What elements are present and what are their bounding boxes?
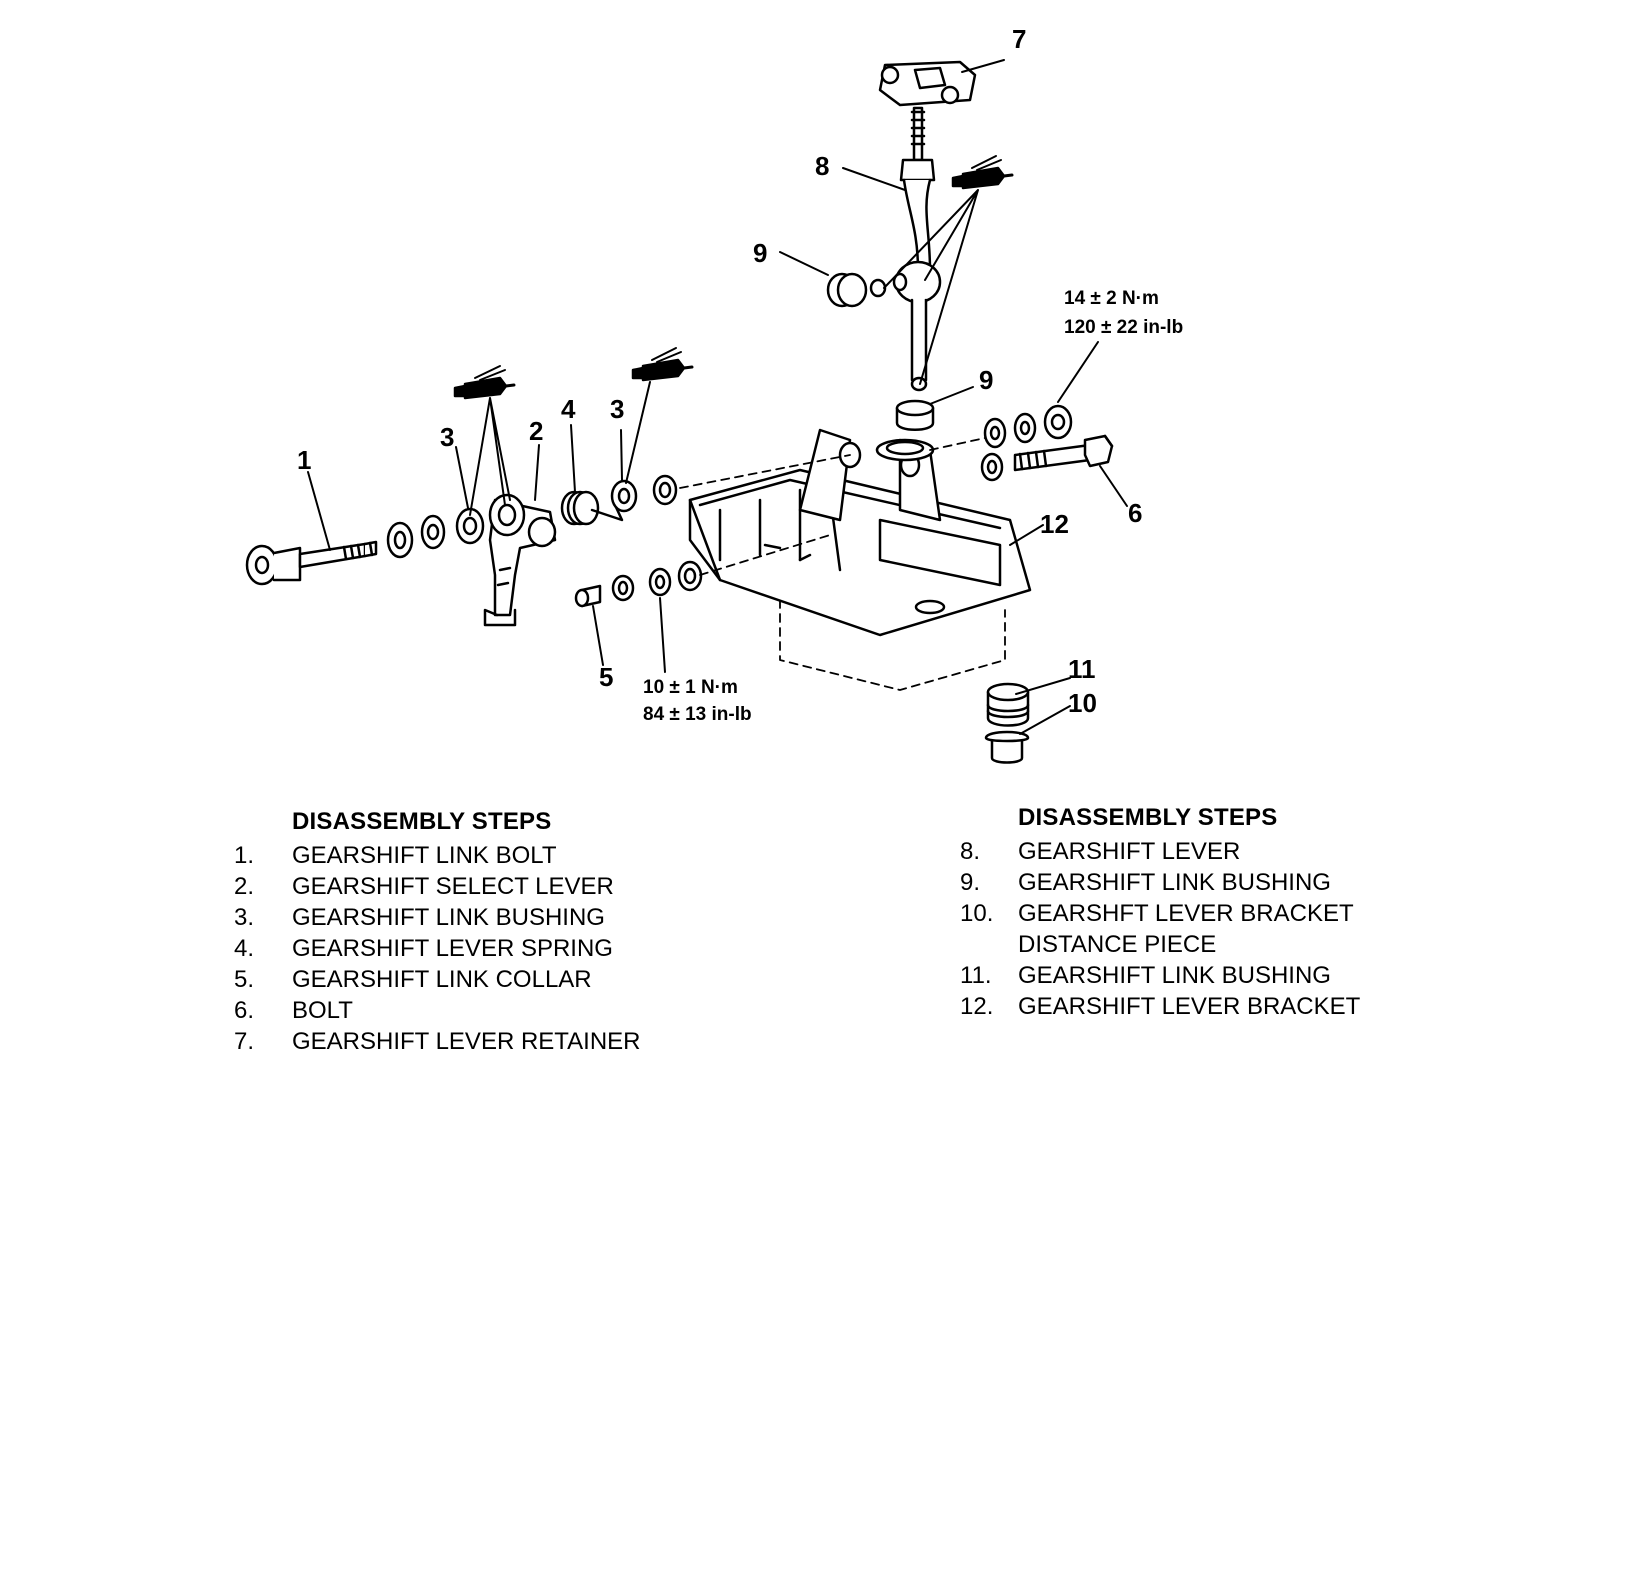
step-number: 1. bbox=[234, 842, 255, 869]
gearshift-link-bushing-right bbox=[610, 479, 638, 513]
exploded-parts-diagram: 1 3 2 4 3 5 6 7 8 9 9 10 11 12 14 ± 2 N·… bbox=[245, 24, 1375, 780]
washer-lower-2 bbox=[677, 560, 703, 592]
bolt-right bbox=[1013, 434, 1114, 472]
step-number: 12. bbox=[960, 993, 994, 1020]
list-item: 1. GEARSHIFT LINK BOLT bbox=[234, 840, 641, 871]
callout-6: 6 bbox=[1128, 498, 1142, 528]
list-item: 6. BOLT bbox=[234, 995, 641, 1026]
gearshift-link-bolt bbox=[245, 540, 378, 586]
step-text: GEARSHIFT SELECT LEVER bbox=[292, 873, 614, 900]
list-item: 12. GEARSHIFT LEVER BRACKET bbox=[960, 991, 1360, 1022]
washer-right-1 bbox=[983, 417, 1007, 449]
torque-lower-inlb: 84 ± 13 in-lb bbox=[643, 704, 752, 725]
gearshift-select-lever bbox=[483, 493, 557, 627]
gearshift-link-bushing-left bbox=[455, 507, 485, 545]
leader-lines bbox=[307, 59, 1128, 735]
step-text: GEARSHIFT LEVER SPRING bbox=[292, 935, 613, 962]
callout-3-right: 3 bbox=[610, 394, 624, 424]
washer-right-2 bbox=[1013, 412, 1037, 444]
callout-9-lower: 9 bbox=[979, 365, 993, 395]
callout-3-left: 3 bbox=[440, 422, 454, 452]
gearshift-lever-spring bbox=[560, 490, 624, 526]
list-item: 2. GEARSHIFT SELECT LEVER bbox=[234, 871, 641, 902]
washer-1 bbox=[386, 521, 414, 559]
gearshift-lever-retainer bbox=[878, 60, 977, 107]
step-text: GEARSHIFT LEVER BRACKET bbox=[1018, 993, 1361, 1020]
callout-5: 5 bbox=[599, 662, 613, 692]
gearshift-link-bushing-upper bbox=[826, 272, 887, 308]
callout-4: 4 bbox=[561, 394, 576, 424]
figure-id: AC208687AB bbox=[1288, 779, 1375, 780]
torque-upper-inlb: 120 ± 22 in-lb bbox=[1064, 317, 1183, 338]
steps-list-left: 1. GEARSHIFT LINK BOLT 2. GEARSHIFT SELECT… bbox=[234, 840, 641, 1057]
step-number: 7. bbox=[234, 1028, 255, 1055]
callout-1: 1 bbox=[297, 445, 311, 475]
step-number: 10. bbox=[960, 900, 994, 927]
steps-list-right: 8. GEARSHIFT LEVER 9. GEARSHIFT LINK BUSHI… bbox=[960, 836, 1360, 1022]
step-text: GEARSHIFT LINK BOLT bbox=[292, 842, 557, 869]
step-text: GEARSHIFT LINK BUSHING bbox=[1018, 869, 1331, 896]
step-text: GEARSHIFT LEVER bbox=[1018, 838, 1241, 865]
step-number: 3. bbox=[234, 904, 255, 931]
torque-upper-nm: 14 ± 2 N·m bbox=[1064, 288, 1159, 309]
grease-icon-mid bbox=[631, 347, 694, 382]
step-text: GEARSHIFT LINK BUSHING bbox=[292, 904, 605, 931]
list-item: 5. GEARSHIFT LINK COLLAR bbox=[234, 964, 641, 995]
nut-right bbox=[1043, 404, 1073, 440]
step-number: 11. bbox=[960, 962, 992, 989]
step-number: 6. bbox=[234, 997, 255, 1024]
list-item: 9. GEARSHIFT LINK BUSHING bbox=[960, 867, 1360, 898]
steps-heading-left: DISASSEMBLY STEPS bbox=[292, 808, 552, 835]
grease-icon-left bbox=[453, 365, 516, 400]
step-number: 8. bbox=[960, 838, 981, 865]
washer-3 bbox=[652, 474, 678, 506]
step-text: GEARSHIFT LEVER RETAINER bbox=[292, 1028, 641, 1055]
step-number: 9. bbox=[960, 869, 981, 896]
list-item: 11. GEARSHIFT LINK BUSHING bbox=[960, 960, 1360, 991]
bracket-distance-piece bbox=[984, 730, 1030, 764]
callout-2: 2 bbox=[529, 416, 543, 446]
steps-heading-right: DISASSEMBLY STEPS bbox=[1018, 804, 1278, 831]
list-item: 10. GEARSHFT LEVER BRACKET DISTANCE PIECE bbox=[960, 898, 1360, 960]
callout-12: 12 bbox=[1040, 509, 1069, 539]
nut-lower bbox=[611, 574, 635, 602]
callout-9-upper: 9 bbox=[753, 238, 767, 268]
disassembly-steps-right: DISASSEMBLY STEPS 8. GEARSHIFT LEVER 9. GE… bbox=[960, 804, 1360, 1022]
callout-10: 10 bbox=[1068, 688, 1097, 718]
grease-icon-upper bbox=[951, 155, 1014, 190]
step-number: 5. bbox=[234, 966, 255, 993]
step-text: GEARSHFT LEVER BRACKET DISTANCE PIECE bbox=[1018, 900, 1354, 958]
callout-8: 8 bbox=[815, 151, 829, 181]
gearshift-lever-bracket bbox=[679, 428, 1032, 691]
step-text: BOLT bbox=[292, 997, 353, 1024]
callout-11: 11 bbox=[1068, 654, 1096, 684]
torque-lower-nm: 10 ± 1 N·m bbox=[643, 677, 738, 698]
step-number: 4. bbox=[234, 935, 255, 962]
gearshift-link-bushing-11 bbox=[986, 682, 1030, 727]
disassembly-steps-left: DISASSEMBLY STEPS 1. GEARSHIFT LINK BOLT … bbox=[234, 808, 641, 1057]
washer-right-3 bbox=[980, 452, 1004, 482]
step-text: GEARSHIFT LINK COLLAR bbox=[292, 966, 592, 993]
washer-2 bbox=[420, 514, 446, 550]
list-item: 7. GEARSHIFT LEVER RETAINER bbox=[234, 1026, 641, 1057]
list-item: 4. GEARSHIFT LEVER SPRING bbox=[234, 933, 641, 964]
washer-lower-1 bbox=[648, 567, 672, 597]
grease-pointers bbox=[469, 189, 979, 516]
gearshift-link-bushing-lower bbox=[895, 399, 935, 431]
step-text: GEARSHIFT LINK BUSHING bbox=[1018, 962, 1331, 989]
list-item: 8. GEARSHIFT LEVER bbox=[960, 836, 1360, 867]
gearshift-lever bbox=[892, 106, 942, 392]
gearshift-link-collar bbox=[574, 584, 602, 608]
callout-7: 7 bbox=[1012, 24, 1026, 54]
step-number: 2. bbox=[234, 873, 255, 900]
list-item: 3. GEARSHIFT LINK BUSHING bbox=[234, 902, 641, 933]
